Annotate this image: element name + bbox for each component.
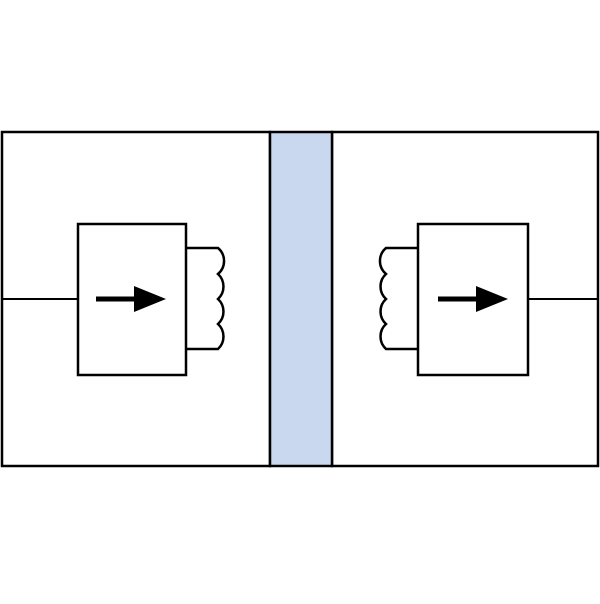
right-coil-icon <box>378 246 418 351</box>
right-arrow-icon <box>438 286 508 312</box>
left-coil-icon <box>186 246 226 351</box>
isolation-barrier <box>268 130 334 468</box>
left-arrow-icon <box>96 286 166 312</box>
